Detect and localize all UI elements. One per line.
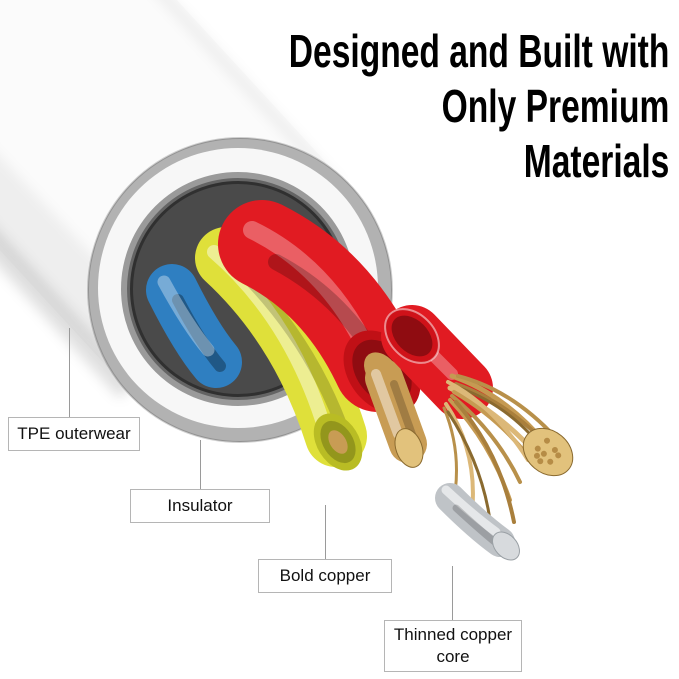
callout-thinned-copper-core: Thinned copper core bbox=[384, 620, 522, 672]
callout-bold-copper-label: Bold copper bbox=[279, 565, 371, 585]
callout-tpe-outerwear-label: TPE outerwear bbox=[17, 423, 131, 443]
copper-bundle-cut-face bbox=[522, 427, 574, 477]
leader-line-thinned-copper-core bbox=[452, 566, 453, 620]
page-title-line-2: Only Premium bbox=[441, 80, 669, 132]
callout-thinned-copper-core-label: Thinned copper core bbox=[393, 624, 513, 666]
callout-bold-copper: Bold copper bbox=[258, 559, 392, 593]
leader-line-bold-copper bbox=[325, 505, 326, 559]
bold-copper-rod bbox=[365, 359, 427, 468]
callout-tpe-outerwear: TPE outerwear bbox=[8, 417, 140, 451]
wire-blue bbox=[146, 264, 242, 388]
leader-line-insulator bbox=[200, 440, 201, 489]
page-title-line-3: Materials bbox=[523, 135, 669, 187]
page-title-line-1: Designed and Built with bbox=[288, 25, 669, 77]
thinned-copper-core-rod bbox=[435, 483, 520, 561]
callout-insulator-label: Insulator bbox=[167, 495, 233, 515]
callout-insulator: Insulator bbox=[130, 489, 270, 523]
leader-line-tpe bbox=[69, 328, 70, 417]
wire-red-sleeve bbox=[381, 305, 493, 419]
page-title: Designed and Built with Only Premium Mat… bbox=[288, 24, 669, 189]
